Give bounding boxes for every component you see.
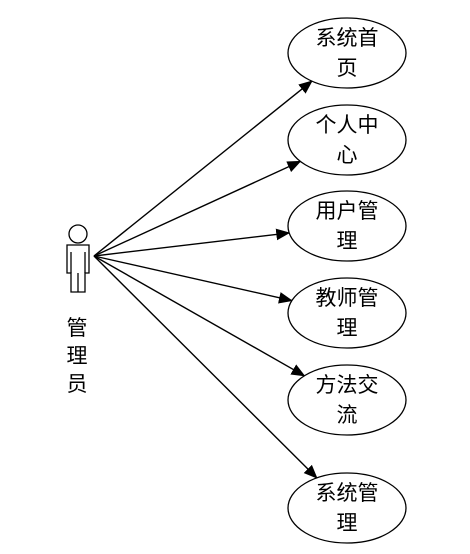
use-case-ellipse: [287, 190, 407, 262]
use-case-label: 心: [337, 143, 358, 167]
use-case-label: 系统首: [316, 26, 379, 50]
use-case-label: 理: [337, 511, 358, 535]
association-arrows: [93, 80, 318, 479]
use-case-label: 理: [337, 229, 358, 253]
association-arrow: [93, 80, 313, 257]
actor-body: [66, 244, 90, 293]
actor-label: 管理员: [66, 316, 88, 396]
use-case-label: 方法交: [316, 373, 379, 397]
association-arrow: [93, 255, 318, 479]
use-case-label: 用户管: [316, 199, 379, 223]
use-case-label: 流: [337, 403, 358, 427]
use-case-ellipse: [287, 17, 407, 89]
association-arrow: [93, 228, 291, 257]
use-case-ellipse: [287, 364, 407, 436]
use-case-label: 页: [337, 56, 358, 80]
use-case-ellipse: [287, 472, 407, 544]
use-case-label: 理: [337, 316, 358, 340]
association-arrow: [93, 255, 293, 304]
use-case-label: 系统管: [316, 481, 379, 505]
use-case-ellipse: [287, 104, 407, 176]
association-arrow: [93, 160, 302, 257]
actor-figure: [66, 224, 90, 293]
use-case-label: 教师管: [316, 286, 379, 310]
use-case-ellipse: [287, 277, 407, 349]
association-arrow: [93, 255, 306, 377]
actor-head: [68, 224, 88, 244]
use-case-label: 个人中: [316, 113, 379, 137]
